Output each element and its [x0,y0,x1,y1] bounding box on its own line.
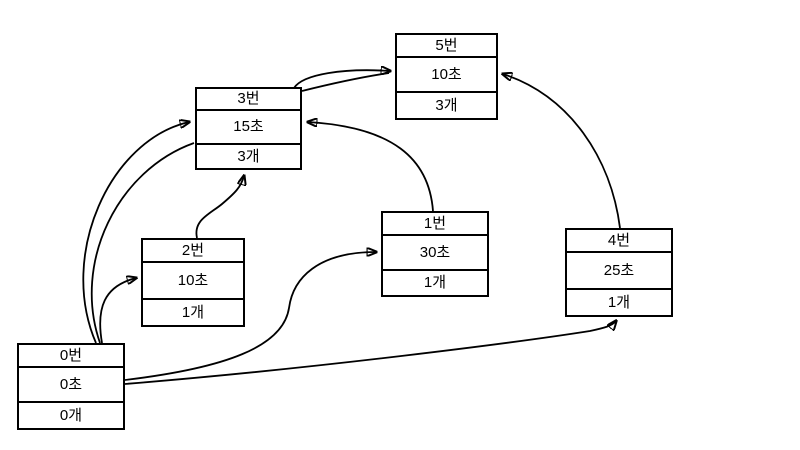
node-1-count: 1개 [383,268,487,295]
node-3: 3번 15초 3개 [195,87,302,170]
node-4-time: 25초 [567,251,671,288]
node-3-count: 3개 [197,142,300,168]
edge-1-3 [308,122,434,212]
node-2-label: 2번 [181,242,205,260]
node-0-label: 0번 [59,346,83,364]
node-0: 0번 0초 0개 [17,343,125,430]
node-4-label: 4번 [607,232,631,250]
node-0-time: 0초 [19,365,123,402]
edge-2-3 [195,176,244,239]
edge-3-5-a [293,70,390,89]
edge-0-3-a [82,122,189,344]
node-2-time: 10초 [143,261,243,298]
node-1-label: 1번 [423,214,447,232]
node-5: 5번 10초 3개 [395,33,498,120]
edge-3-5-b [301,72,390,92]
node-0-count: 0개 [19,401,123,428]
node-3-time: 15초 [197,108,300,143]
node-4: 4번 25초 1개 [565,228,673,317]
node-4-count: 1개 [567,287,671,315]
node-1: 1번 30초 1개 [381,211,489,297]
node-5-count: 3개 [397,91,496,118]
edge-0-1 [124,252,376,381]
node-1-time: 30초 [383,233,487,269]
node-3-label: 3번 [237,90,260,108]
node-2-count: 1개 [143,297,243,325]
node-5-time: 10초 [397,55,496,92]
node-5-label: 5번 [435,36,458,54]
edge-0-3-b [90,142,195,344]
edge-0-4 [124,321,616,385]
edge-4-5 [503,74,621,229]
node-2: 2번 10초 1개 [141,238,245,327]
edge-0-2 [99,278,136,344]
